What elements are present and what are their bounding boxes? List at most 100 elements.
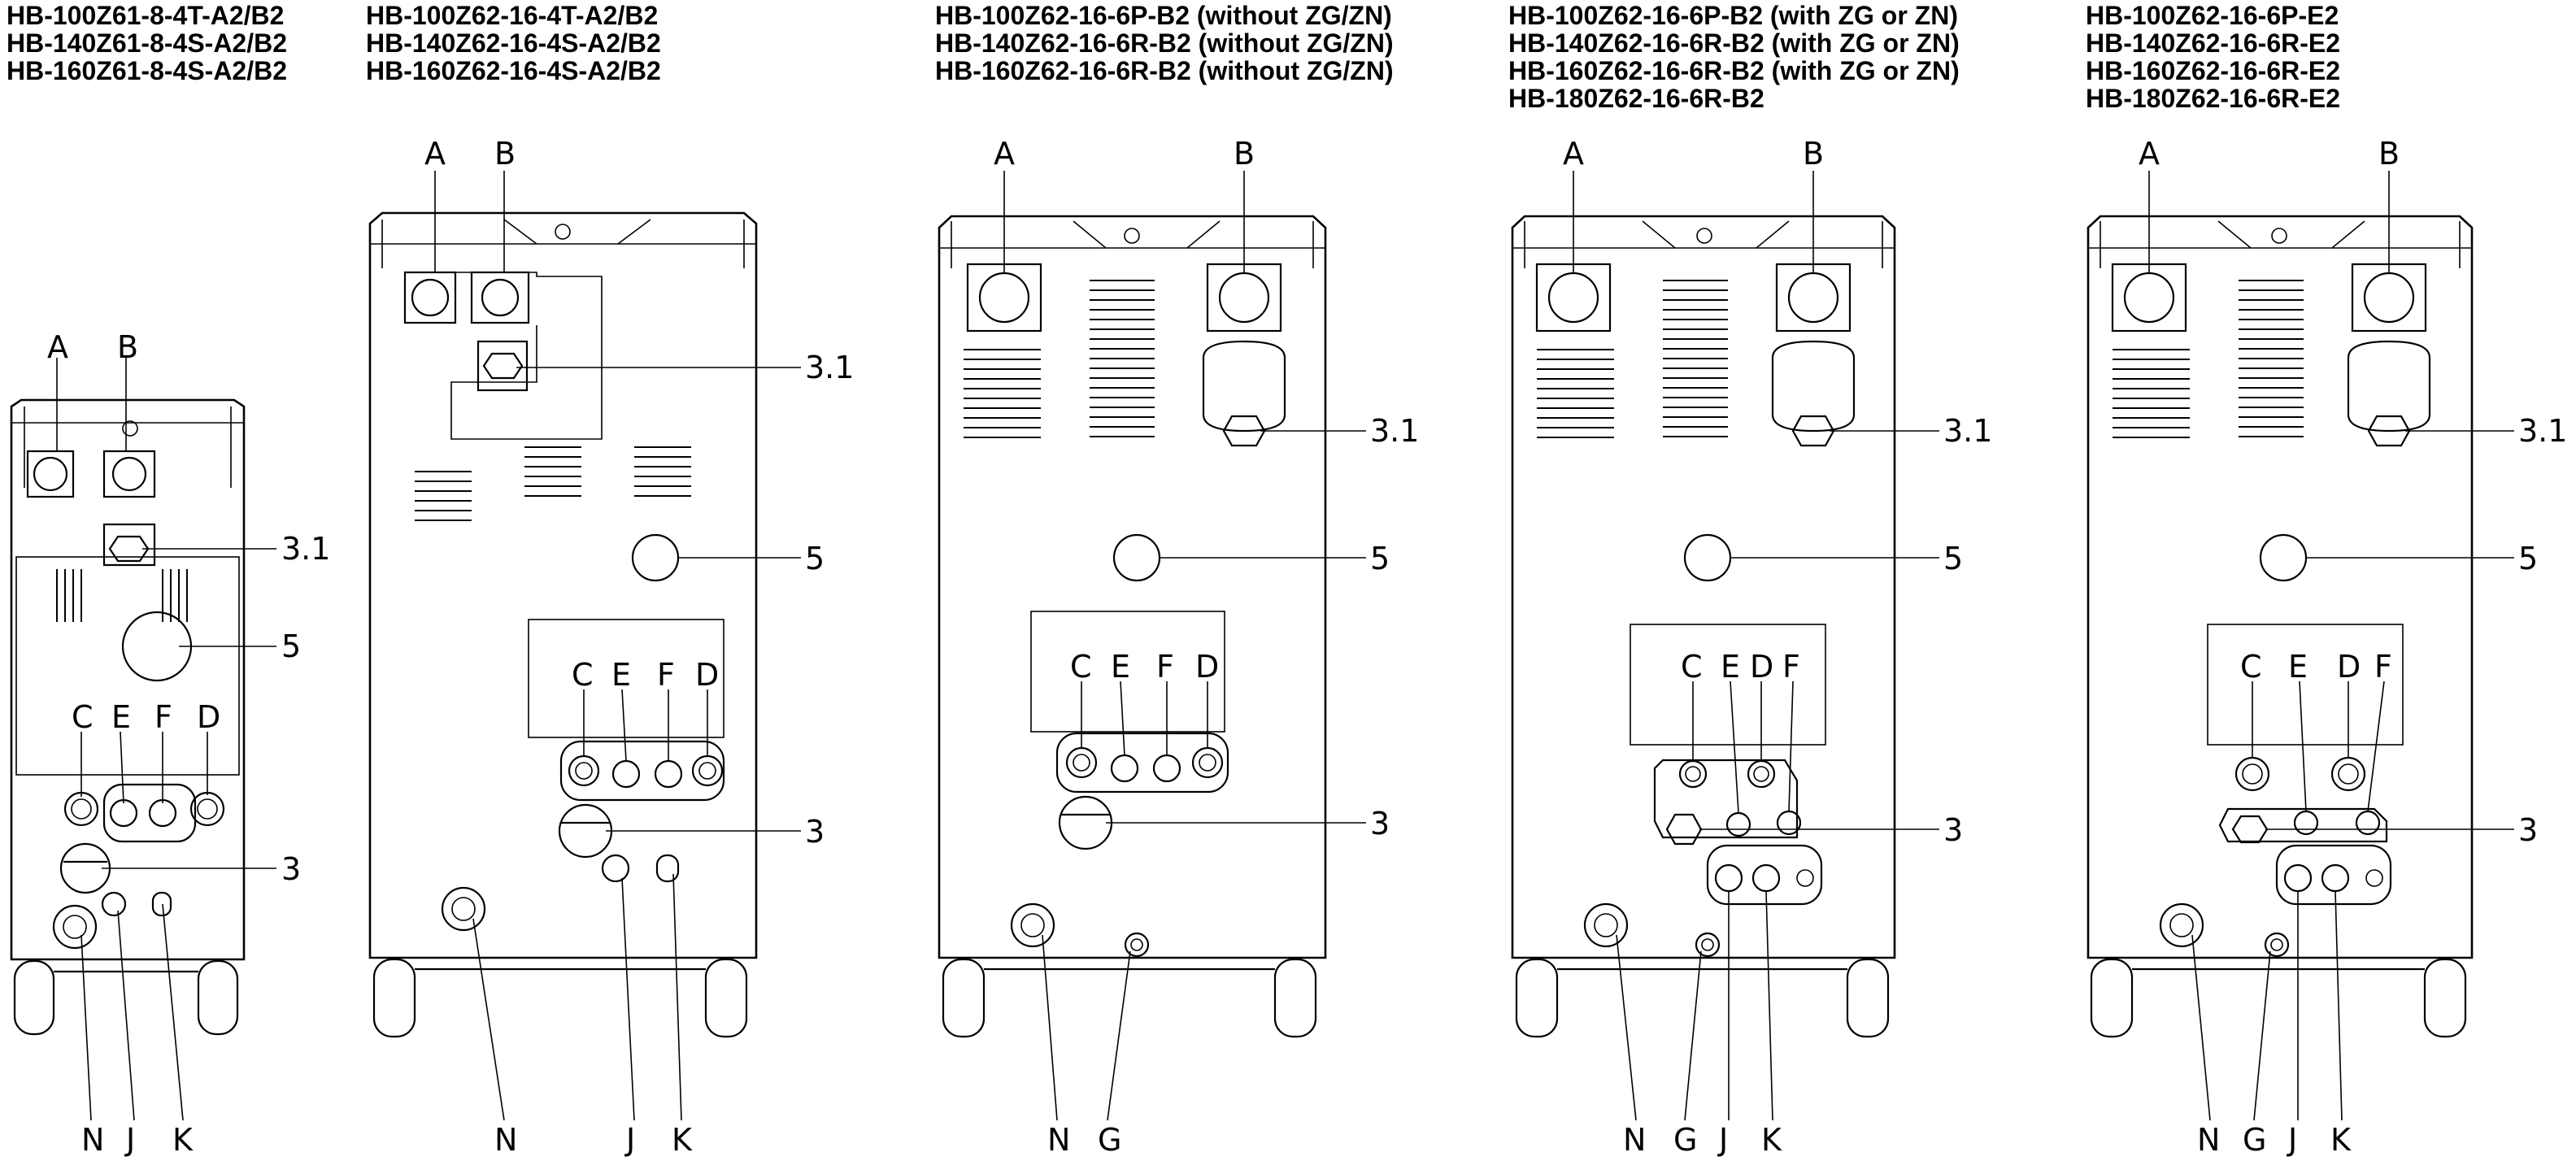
unit-2-pump-bracket (476, 340, 529, 392)
unit-1-pump-bracket (102, 523, 156, 567)
unit-4-wheel-left (1515, 958, 1559, 1038)
unit-4-label-f: F (1782, 649, 1800, 685)
unit-4-label-d: D (1750, 649, 1773, 685)
unit-5-title-line-1: HB-100Z62-16-6P-E2 (2086, 1, 2339, 30)
unit-1-top-screw (122, 420, 138, 437)
unit-2-label-e: E (611, 657, 631, 693)
unit-2-label-a: A (424, 136, 446, 172)
unit-2-label-5: 5 (805, 541, 825, 576)
unit-2-connector-a (411, 278, 450, 317)
unit-2-label-plate (528, 619, 724, 738)
unit-3-title-line-2: HB-140Z62-16-6R-B2 (without ZG/ZN) (935, 28, 1394, 58)
unit-3-label-3: 3 (1370, 806, 1390, 841)
unit-3-label-b: B (1234, 136, 1255, 172)
unit-4-label-3: 3 (1943, 812, 1963, 848)
unit-4-port-g (1695, 932, 1721, 958)
unit-1-wheel-left (13, 959, 55, 1036)
unit-5-drain-3 (2231, 815, 2269, 844)
unit-3-manifold (1055, 732, 1229, 794)
unit-4-label-k: K (1761, 1122, 1782, 1158)
unit-4-pump-nut (1791, 415, 1835, 447)
unit-3-label-c: C (1070, 649, 1092, 685)
unit-2-title-line-1: HB-100Z62-16-4T-A2/B2 (366, 1, 658, 30)
unit-5-title-line-4: HB-180Z62-16-6R-E2 (2086, 84, 2340, 113)
unit-2-wheel-right (704, 958, 748, 1038)
unit-2-label-3-1: 3.1 (805, 350, 854, 385)
unit-5-label-k: K (2330, 1122, 2352, 1158)
unit-1-front-panel (15, 556, 240, 776)
unit-3-pump-motor (1202, 340, 1286, 433)
unit-4-pump-motor (1771, 340, 1856, 433)
unit-1-label-d: D (197, 699, 220, 735)
unit-2-label-d: D (695, 657, 719, 693)
unit-5-label-plate (2207, 624, 2404, 746)
unit-5-title-line-2: HB-140Z62-16-6R-E2 (2086, 28, 2340, 58)
unit-2-housing (368, 211, 758, 959)
unit-3-label-f: F (1156, 649, 1174, 685)
unit-5-port-g (2264, 932, 2290, 958)
unit-1-label-j: J (124, 1122, 135, 1158)
unit-4: HB-100Z62-16-6P-B2 (with ZG or ZN) HB-14… (1508, 1, 1992, 1158)
unit-5-label-g: G (2243, 1122, 2266, 1158)
unit-2-manifold (559, 740, 725, 802)
unit-2-port-n (441, 886, 486, 932)
unit-4-label-e: E (1721, 649, 1740, 685)
unit-5-manifold-upper (2218, 807, 2388, 843)
unit-5-label-e: E (2288, 649, 2308, 685)
unit-4-label-g: G (1673, 1122, 1697, 1158)
unit-3-label-5: 5 (1370, 541, 1390, 576)
unit-4-housing (1511, 215, 1896, 959)
unit-2-label-f: F (657, 657, 675, 693)
unit-2-connector-b (481, 278, 520, 317)
unit-5-title-line-3: HB-160Z62-16-6R-E2 (2086, 56, 2340, 85)
unit-5-label-n: N (2197, 1122, 2220, 1158)
unit-2-label-3: 3 (805, 814, 825, 850)
unit-3-label-e: E (1111, 649, 1130, 685)
unit-2-port-j (601, 854, 630, 883)
unit-1-top-frame (11, 407, 244, 488)
unit-2-label-b: B (494, 136, 516, 172)
unit-1-label-a: A (47, 329, 68, 365)
unit-1-wheel-right (197, 959, 239, 1036)
unit-3-housing (938, 215, 1327, 959)
unit-4-title-line-2: HB-140Z62-16-6R-B2 (with ZG or ZN) (1508, 28, 1960, 58)
unit-3-label-d: D (1195, 649, 1219, 685)
unit-5-label-j: J (2287, 1122, 2297, 1158)
unit-4-title-line-1: HB-100Z62-16-6P-B2 (with ZG or ZN) (1508, 1, 1958, 30)
unit-5-port-n (2159, 902, 2204, 948)
unit-1: HB-100Z61-8-4T-A2/B2 HB-140Z61-8-4S-A2/B… (7, 1, 330, 1158)
unit-3-title-line-1: HB-100Z62-16-6P-B2 (without ZG/ZN) (935, 1, 1392, 30)
unit-3-vents (964, 280, 1155, 438)
unit-4-label-c: C (1681, 649, 1703, 685)
unit-3-label-plate (1030, 611, 1225, 733)
unit-5-top-frame (2088, 220, 2472, 268)
unit-2-connector-a-frame (403, 271, 457, 324)
unit-1-pump-nut (108, 535, 150, 563)
unit-5: HB-100Z62-16-6P-E2 HB-140Z62-16-6R-E2 HB… (2086, 1, 2567, 1158)
unit-3-port-n (1010, 902, 1055, 948)
unit-3: HB-100Z62-16-6P-B2 (without ZG/ZN) HB-14… (935, 1, 1419, 1158)
unit-4-label-n: N (1623, 1122, 1646, 1158)
unit-1-port-j (101, 891, 127, 917)
unit-3-wheel-right (1273, 958, 1317, 1038)
unit-4-label-j: J (1717, 1122, 1728, 1158)
unit-2-pump-nut (482, 352, 524, 380)
unit-1-vents (56, 569, 188, 622)
unit-1-connector-a-frame (26, 450, 75, 498)
unit-2: HB-100Z62-16-4T-A2/B2 HB-140Z62-16-4S-A2… (366, 1, 854, 1158)
unit-3-label-3-1: 3.1 (1370, 413, 1419, 449)
unit-5-vents (2113, 280, 2304, 438)
unit-1-label-n: N (81, 1122, 104, 1158)
unit-5-label-c: C (2240, 649, 2262, 685)
unit-5-label-b: B (2378, 136, 2400, 172)
unit-2-label-j: J (624, 1122, 635, 1158)
unit-4-label-5: 5 (1943, 541, 1963, 576)
unit-5-label-d: D (2337, 649, 2361, 685)
unit-2-label-c: C (572, 657, 594, 693)
unit-4-vents (1537, 280, 1728, 438)
unit-3-port-g (1124, 932, 1150, 958)
unit-1-manifold (102, 783, 197, 843)
unit-1-label-5: 5 (281, 628, 301, 664)
unit-5-label-a: A (2139, 136, 2160, 172)
